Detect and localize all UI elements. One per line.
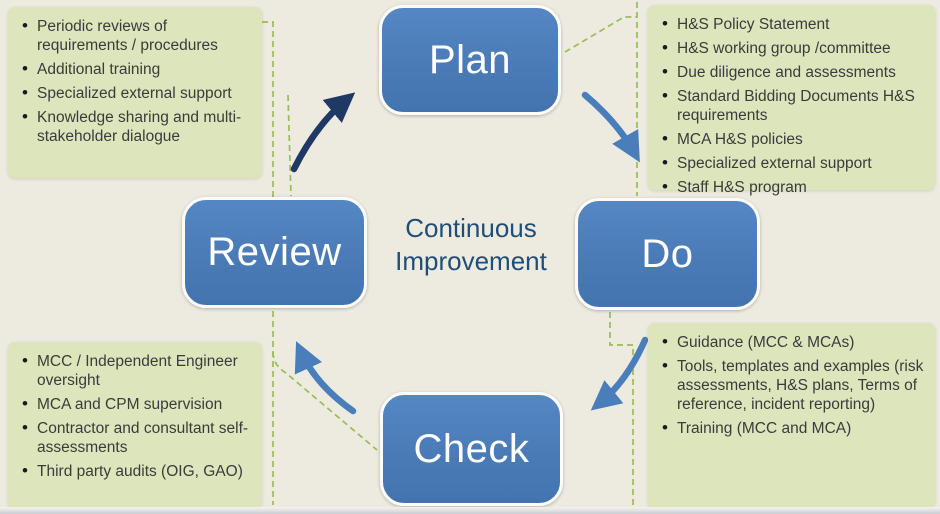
bullet-item: H&S working group /committee [660,38,925,58]
bullet-item: Third party audits (OIG, GAO) [20,461,252,481]
node-do-label: Do [641,231,694,276]
bullet-list: Guidance (MCC & MCAs) Tools, templates an… [660,332,925,438]
bullet-item: Standard Bidding Documents H&S requireme… [660,86,925,125]
bullet-item: MCA and CPM supervision [20,394,252,414]
bullet-item: MCA H&S policies [660,129,925,149]
bullet-item: Additional training [20,59,252,79]
arrow-do-to-check [590,336,649,411]
bullet-item: Tools, templates and examples (risk asse… [660,356,925,414]
node-plan: Plan [379,5,561,115]
leader-right-vertical-bottom [609,312,634,505]
leader-plan-elbow [564,16,637,53]
bullet-item: Contractor and consultant self-assessmen… [20,418,252,457]
node-do: Do [575,198,760,310]
node-check-label: Check [413,426,530,471]
arrow-check-to-review [294,341,357,415]
bullet-item: MCC / Independent Engineer oversight [20,351,252,390]
node-review-label: Review [207,230,342,274]
callout-plan-actions: H&S Policy StatementH&S working group /c… [648,5,935,196]
bullet-item: H&S Policy Statement [660,14,925,34]
center-caption-line1: Continuous [405,213,537,243]
node-check: Check [380,392,563,506]
leader-review-top [287,94,292,197]
center-caption-line2: Improvement [395,246,547,276]
bullet-item: Specialized external support [20,83,252,103]
arrow-review-to-plan [290,92,356,173]
bullet-item: Due diligence and assessments [660,62,925,82]
bullet-item: Knowledge sharing and multi-stakeholder … [20,107,252,146]
bullet-item: Specialized external support [660,153,925,173]
leader-check-diagonal [272,351,378,451]
bottom-edge-strip [0,507,940,514]
bullet-item: Staff H&S program [660,177,925,197]
bullet-list: Periodic reviews of requirements / proce… [20,16,252,146]
bullet-item: Periodic reviews of requirements / proce… [20,16,252,55]
bullet-item: Training (MCC and MCA) [660,418,925,438]
center-caption: Continuous Improvement [360,212,582,278]
callout-review-actions: Periodic reviews of requirements / proce… [8,7,262,178]
node-plan-label: Plan [428,37,512,82]
bullet-item: Guidance (MCC & MCAs) [660,332,925,352]
callout-check-actions: MCC / Independent Engineer oversightMCA … [8,342,262,508]
node-review: Review [182,197,367,308]
callout-do-actions: Guidance (MCC & MCAs) Tools, templates an… [648,323,935,508]
arrow-plan-to-do [581,91,640,163]
bullet-list: H&S Policy StatementH&S working group /c… [660,14,925,197]
bullet-list: MCC / Independent Engineer oversightMCA … [20,351,252,481]
